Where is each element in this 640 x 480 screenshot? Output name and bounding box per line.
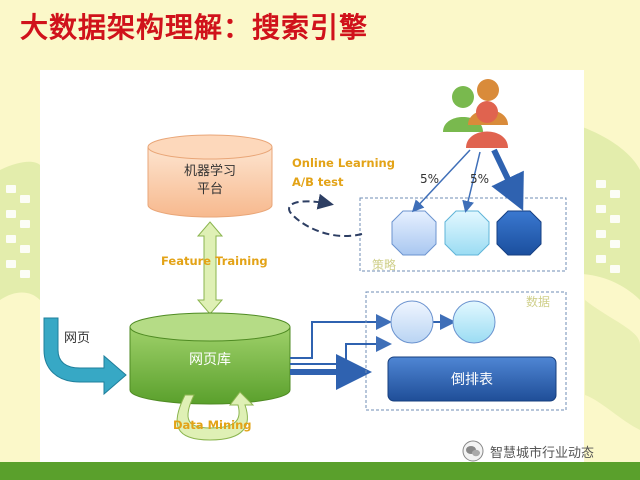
data-mining-label: Data Mining — [173, 418, 252, 432]
online-learning-curve — [288, 193, 363, 238]
traffic-left-label: 5% — [420, 172, 439, 186]
ab-test-label: A/B test — [292, 175, 344, 189]
data-label: 数据 — [526, 294, 550, 309]
traffic-arrows — [411, 148, 524, 213]
strategy-node-1 — [391, 210, 437, 256]
data-node-1 — [390, 300, 434, 344]
online-learning-label: Online Learning — [292, 156, 395, 170]
webpage-input-arrow — [43, 317, 127, 396]
data-node-2 — [452, 300, 496, 344]
feature-training-arrow — [196, 221, 224, 315]
ml-platform-label-1: 机器学习 — [184, 163, 236, 179]
ml-platform-label-2: 平台 — [197, 182, 223, 197]
traffic-right-label: 5% — [470, 172, 489, 186]
webpage-db-cylinder — [129, 312, 291, 405]
inverted-index-label: 倒排表 — [451, 372, 493, 388]
webpage-input-label: 网页 — [64, 331, 90, 346]
slide-title: 大数据架构理解：搜索引擎 — [20, 11, 369, 44]
watermark: 智慧城市行业动态 — [462, 440, 594, 462]
bottom-bar — [0, 462, 640, 480]
watermark-text: 智慧城市行业动态 — [490, 445, 595, 461]
inverted-index-bar — [387, 356, 557, 402]
data-box — [365, 291, 567, 411]
wechat-icon — [462, 440, 484, 462]
webpage-db-label: 网页库 — [189, 352, 231, 368]
users-icon — [443, 79, 508, 148]
strategy-node-2 — [444, 210, 490, 256]
strategy-node-3 — [496, 210, 542, 256]
feature-training-label: Feature Training — [161, 254, 268, 268]
ml-platform-cylinder — [147, 134, 273, 218]
data-mining-loop-arrow — [176, 391, 255, 441]
strategy-label: 策略 — [372, 257, 396, 272]
